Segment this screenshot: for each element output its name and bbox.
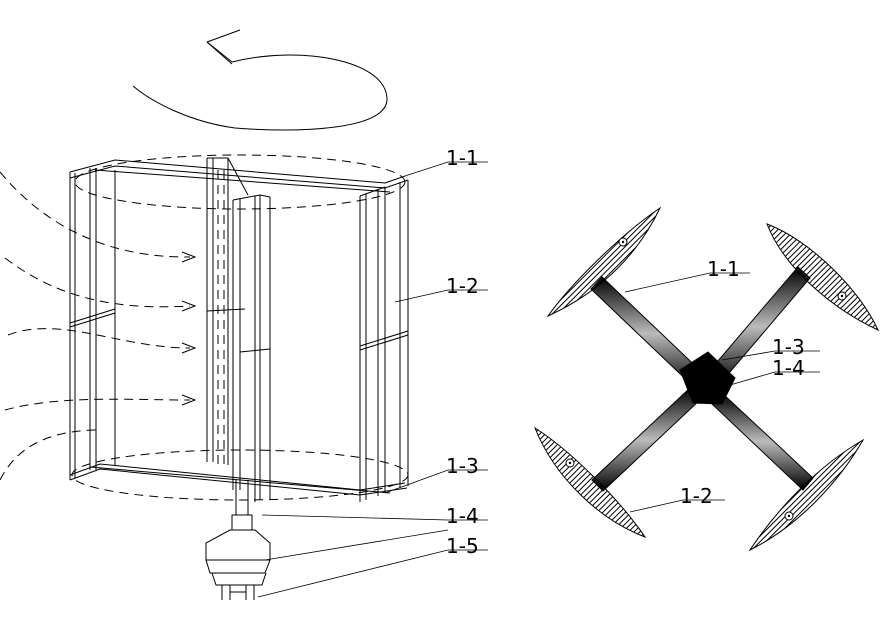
label-top-plate: 1-1 bbox=[446, 146, 479, 170]
label-arm: 1-1 bbox=[707, 257, 740, 281]
label-shaft: 1-5 bbox=[446, 534, 479, 558]
center-blades bbox=[206, 157, 271, 502]
right-blade bbox=[359, 180, 409, 502]
label-hub-left: 1-4 bbox=[446, 504, 479, 528]
rotation-arrow bbox=[132, 29, 388, 131]
rotor-blade-top-right bbox=[766, 223, 880, 332]
rotor-blade-top-left bbox=[546, 206, 662, 318]
label-hub-a: 1-3 bbox=[772, 335, 805, 359]
label-bottom-plate: 1-3 bbox=[446, 454, 479, 478]
rotor-hub bbox=[679, 351, 736, 405]
label-hub-b: 1-4 bbox=[772, 356, 805, 380]
label-blade-right: 1-2 bbox=[680, 484, 713, 508]
label-blade-left: 1-2 bbox=[446, 274, 479, 298]
rotor-arm-bottom-left bbox=[591, 387, 702, 492]
bottom-frame bbox=[69, 463, 408, 496]
left-blade bbox=[69, 168, 116, 480]
rotor-top-view bbox=[533, 206, 880, 552]
rotor-arm-bottom-right bbox=[711, 392, 814, 491]
left-leaders bbox=[257, 161, 488, 598]
wind-flow-lines bbox=[0, 171, 197, 481]
right-leaders bbox=[624, 272, 820, 513]
top-frame bbox=[69, 159, 409, 193]
rotor-blade-bottom-right bbox=[748, 438, 865, 552]
support-shaft bbox=[221, 585, 255, 600]
generator-hub bbox=[205, 529, 271, 586]
rotor-blade-bottom-left bbox=[533, 426, 647, 539]
